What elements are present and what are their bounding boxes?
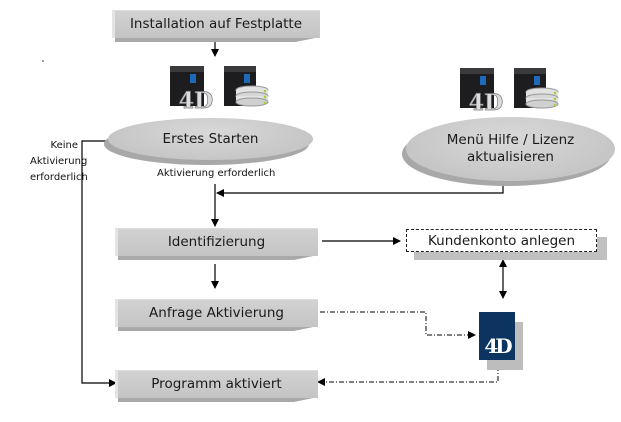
server-database-icon (514, 68, 559, 109)
svg-text:4D: 4D (179, 88, 213, 112)
first-start-label: Erstes Starten (162, 130, 259, 147)
svg-text:4D: 4D (469, 90, 503, 114)
identification-label: Identifizierung (167, 234, 266, 250)
program-activated-box: Programm aktiviert (115, 370, 318, 402)
first-start-ellipse: Erstes Starten (104, 118, 313, 165)
request-activation-box: Anfrage Aktivierung (115, 299, 318, 331)
menu-help-ellipse: Menü Hilfe / Lizenz aktualisieren (402, 117, 615, 186)
4d-logo-text: 4D (479, 312, 515, 360)
install-label: Installation auf Festplatte (129, 16, 303, 32)
arrow-request-to-logo (320, 311, 476, 339)
identification-box: Identifizierung (115, 228, 318, 260)
server-4d-icon: 4D (460, 68, 504, 114)
program-activated-label: Programm aktiviert (151, 376, 282, 392)
server-database-icon (224, 66, 269, 107)
create-account-box: Kundenkonto anlegen (406, 229, 607, 260)
server-4d-icon: 4D (170, 66, 214, 112)
activation-required-label: Aktivierung erforderlich (157, 168, 276, 179)
menu-help-label-line2: aktualisieren (467, 149, 554, 165)
arrow-no-activation (81, 140, 117, 387)
server-4d-icon-group-1: 4D (170, 66, 269, 112)
no-activation-label: Keine Aktivierung erforderlich (30, 140, 88, 183)
menu-help-label-line1: Menü Hilfe / Lizenz (446, 132, 575, 148)
request-activation-label: Anfrage Aktivierung (149, 305, 284, 321)
arrow-logo-to-activated (317, 366, 499, 386)
server-4d-icon-group-2: 4D (460, 68, 559, 114)
install-box: Installation auf Festplatte (112, 10, 320, 42)
create-account-label: Kundenkonto anlegen (406, 229, 597, 252)
arrow-menu-to-identification (216, 183, 504, 197)
